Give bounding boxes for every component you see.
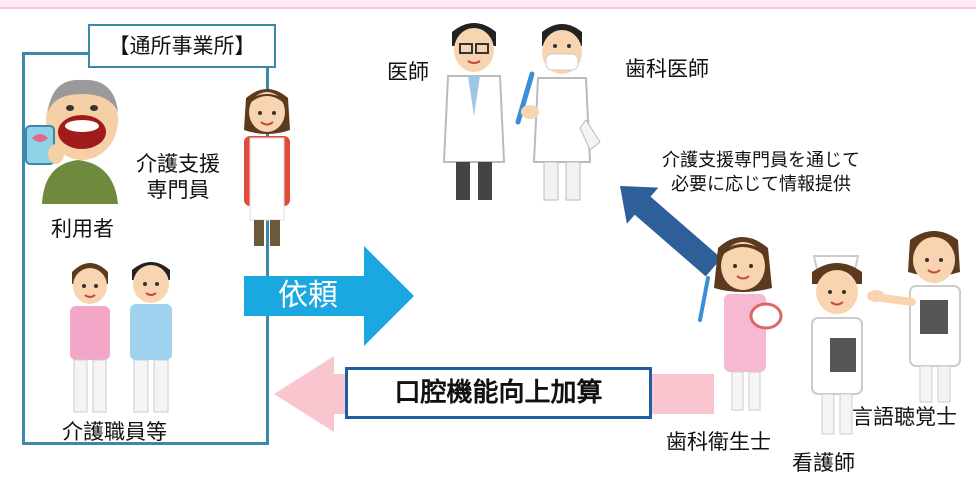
request-arrow-label: 依頼 <box>278 278 338 313</box>
doctor-label: 医師 <box>387 60 429 84</box>
elderly-person-with-cup-icon <box>25 79 118 204</box>
doctor-icon <box>442 23 506 200</box>
care-manager-label-line1: 介護支援 <box>136 152 220 176</box>
top-band <box>0 0 976 7</box>
care-worker-with-apron-icon <box>244 89 290 246</box>
dentist-label: 歯科医師 <box>625 57 709 81</box>
nurse-with-clipboard-icon <box>811 255 863 435</box>
bonus-label-box: 口腔機能向上加算 <box>345 367 652 419</box>
facility-title: 【通所事業所】 <box>88 24 276 68</box>
info-note-line1: 介護支援専門員を通じて <box>662 150 860 171</box>
top-band-line <box>0 7 976 9</box>
hygienist-label: 歯科衛生士 <box>666 430 771 454</box>
request-arrow <box>244 246 414 346</box>
care-manager-label: 介護支援 専門員 <box>136 151 220 203</box>
care-manager-label-line2: 専門員 <box>146 178 210 202</box>
care-staff-blue-icon <box>130 262 172 413</box>
speech-therapist-label: 言語聴覚士 <box>852 405 957 429</box>
info-note: 介護支援専門員を通じて 必要に応じて情報提供 <box>662 149 860 197</box>
dentist-with-toothbrush-icon <box>515 24 601 201</box>
dental-hygienist-icon <box>698 237 783 411</box>
nurse-label: 看護師 <box>792 451 855 475</box>
speech-therapist-icon <box>867 231 961 403</box>
info-note-line2: 必要に応じて情報提供 <box>671 174 851 195</box>
care-staff-pink-icon <box>70 263 110 413</box>
care-staff-label: 介護職員等 <box>62 420 167 444</box>
info-arrow <box>620 186 722 277</box>
user-label: 利用者 <box>51 217 114 241</box>
